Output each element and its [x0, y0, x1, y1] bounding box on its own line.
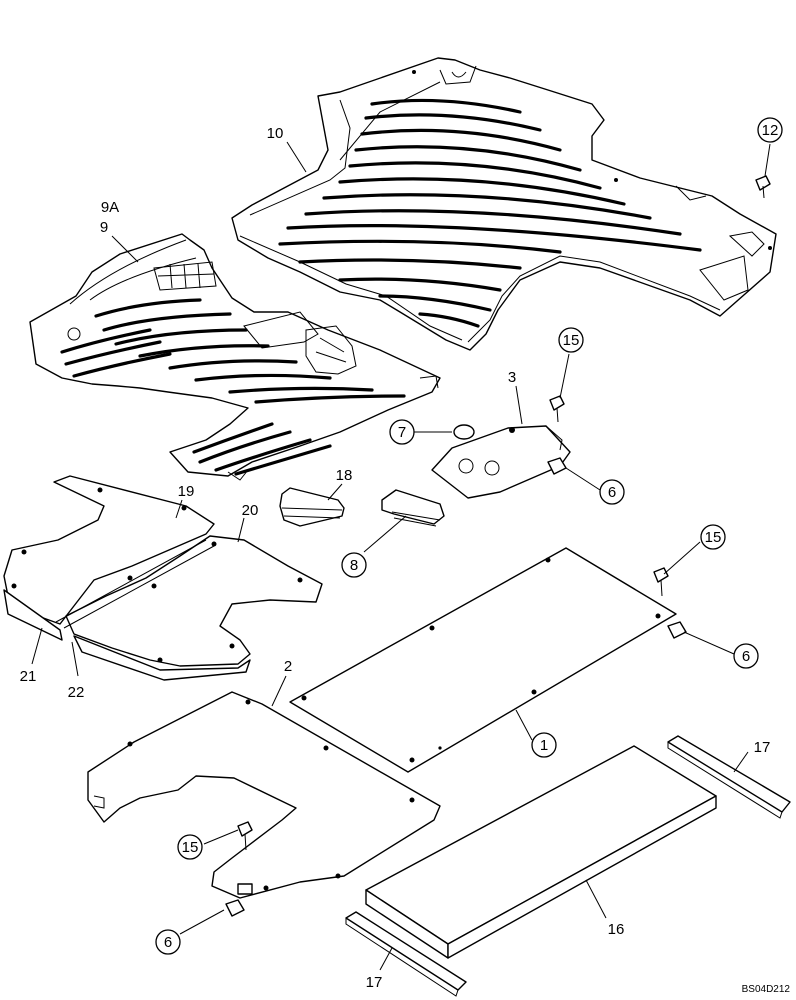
part-1-plate — [289, 547, 677, 773]
bolt-15-right — [653, 567, 669, 597]
callout-1-label: 1 — [540, 737, 548, 754]
label-18: 18 — [336, 467, 353, 484]
part-16-block — [365, 745, 717, 959]
bolt-15-lower — [237, 821, 253, 851]
callout-6-upper-label: 6 — [608, 484, 616, 501]
label-19: 19 — [178, 483, 195, 500]
part-10-slats — [278, 98, 702, 328]
part-2-plate — [87, 691, 441, 899]
pad-seam — [55, 539, 215, 629]
label-22: 22 — [68, 684, 85, 701]
label-9: 9 — [100, 219, 108, 236]
bolt-15-upper — [549, 395, 565, 423]
label-17-lower: 17 — [366, 974, 383, 991]
callout-6-right-label: 6 — [742, 648, 750, 665]
callout-6-lower: 6 — [155, 929, 181, 955]
callout-6-lower-label: 6 — [164, 934, 172, 951]
label-9a: 9A — [101, 199, 119, 216]
callout-1: 1 — [531, 732, 557, 758]
callout-6-upper: 6 — [599, 479, 625, 505]
label-17-upper: 17 — [754, 739, 771, 756]
callout-6-right: 6 — [733, 643, 759, 669]
part-19-insulation-pad — [3, 475, 215, 641]
callout-12-label: 12 — [762, 122, 779, 139]
label-20: 20 — [242, 502, 259, 519]
bolt-12 — [755, 175, 771, 199]
nut-6-lower — [225, 899, 245, 917]
callout-8-label: 8 — [350, 557, 358, 574]
part-9-front-floor-mat — [29, 233, 441, 481]
label-21: 21 — [20, 668, 37, 685]
label-2: 2 — [284, 658, 292, 675]
label-16: 16 — [608, 921, 625, 938]
part-3-plate — [431, 425, 571, 499]
label-10: 10 — [267, 125, 284, 142]
part-7-plug — [453, 424, 475, 440]
callout-7: 7 — [389, 419, 415, 445]
leader-lines — [31, 141, 771, 971]
part-18-pad — [279, 487, 345, 527]
callout-15-lower-label: 15 — [182, 839, 199, 856]
part-8-pad — [381, 489, 445, 527]
part-9-slats — [60, 298, 406, 476]
callout-15-upper: 15 — [558, 327, 584, 353]
callout-15-lower: 15 — [177, 834, 203, 860]
diagram-code: BS04D212 — [742, 984, 791, 995]
part-17-strip-upper — [667, 735, 791, 819]
callout-7-label: 7 — [398, 424, 406, 441]
callout-12: 12 — [757, 117, 783, 143]
callout-15-right-label: 15 — [705, 529, 722, 546]
callout-15-right: 15 — [700, 524, 726, 550]
part-17-strip-lower — [345, 911, 467, 997]
part-20-insulation-pad — [65, 535, 323, 681]
callout-15-upper-label: 15 — [563, 332, 580, 349]
part-10-rear-floor-mat — [231, 57, 777, 351]
nut-6-right — [667, 621, 687, 639]
label-3: 3 — [508, 369, 516, 386]
callout-8: 8 — [341, 552, 367, 578]
